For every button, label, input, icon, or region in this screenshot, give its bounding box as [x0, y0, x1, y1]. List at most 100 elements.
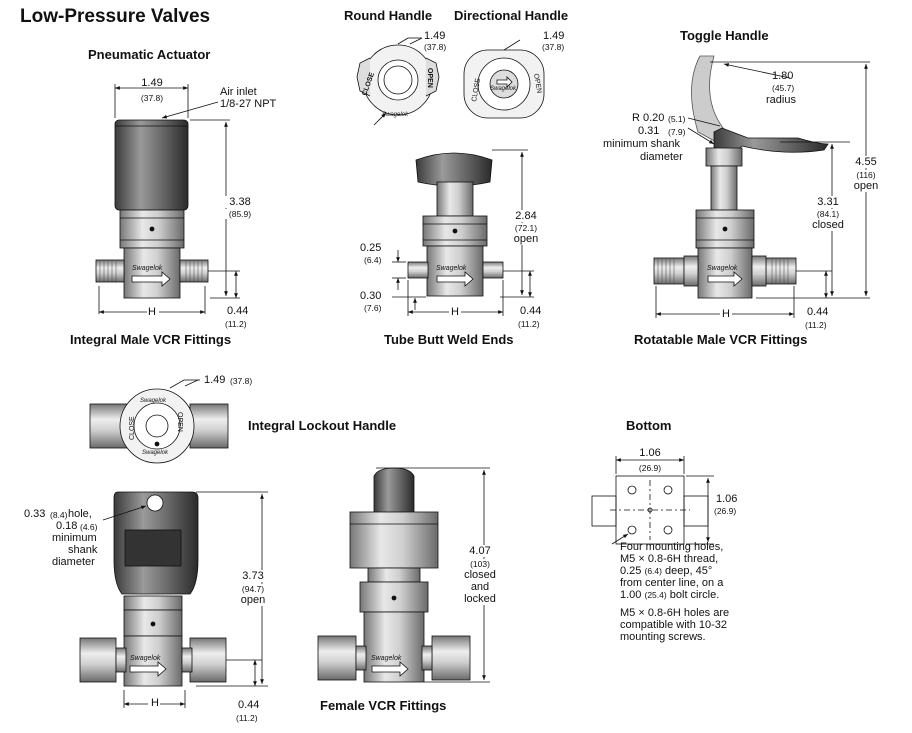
dim-lo-018: 0.18: [56, 520, 78, 532]
heading-lockout: Integral Lockout Handle: [248, 418, 397, 433]
dim-tb-025-mm: (6.4): [364, 255, 382, 265]
dim-lo-width: 1.49: [204, 374, 226, 386]
dim-tog-r020: R 0.20: [632, 112, 665, 124]
tube-butt-weld-drawing: [407, 152, 504, 297]
note-line-2: M5 × 0.8-6H thread,: [620, 553, 719, 565]
dim-pa-height: 3.38: [222, 196, 258, 208]
valve-text-brand-lo-bot: Swagelok: [142, 450, 169, 456]
note-line-7: compatible with 10-32: [620, 619, 728, 631]
dim-fv-locked: locked: [458, 593, 502, 605]
dim-tog-h: H: [722, 308, 730, 320]
dim-fv-height-mm: (103): [458, 559, 502, 569]
dim-tog-shank1: minimum shank: [603, 138, 681, 150]
directional-handle-drawing: [463, 49, 545, 119]
lockout-top-view-drawing: [89, 388, 229, 464]
dim-fv-and: and: [458, 581, 502, 593]
valve-text-brand-lo-top: Swagelok: [140, 398, 167, 404]
dim-tog-open-h-mm: (116): [846, 170, 886, 180]
dim-lo-open: open: [238, 594, 268, 606]
page-title: Low-Pressure Valves: [20, 6, 211, 27]
valve-text-open-dir: OPEN: [532, 73, 542, 94]
note-depth: 0.25: [620, 565, 642, 577]
dim-lo-width-mm: (37.8): [230, 376, 253, 386]
label-air-inlet-npt: 1/8-27 NPT: [220, 98, 277, 110]
valve-text-brand-tog: Swagelok: [707, 265, 738, 272]
dim-tog-radius-mm: (45.7): [772, 83, 795, 93]
heading-toggle-handle: Toggle Handle: [680, 28, 769, 43]
dim-lo-height: 3.73: [238, 570, 268, 582]
valve-text-open: OPEN: [426, 68, 433, 88]
dim-tog-031: 0.31: [638, 125, 660, 137]
dim-tog-bottom: 0.44: [807, 306, 829, 318]
dim-tog-r020-mm: (5.1): [668, 114, 686, 124]
valve-text-brand-fv: Swagelok: [371, 655, 402, 662]
note-bolt-mm: (25.4): [644, 590, 667, 600]
dim-lo-018-mm: (4.6): [80, 522, 98, 532]
valve-text-brand-dir: Swagelok: [490, 86, 517, 92]
dim-pa-h: H: [148, 306, 156, 318]
heading-integral-male: Integral Male VCR Fittings: [70, 332, 232, 347]
dim-tb-025: 0.25: [360, 242, 382, 254]
dim-tog-open: open: [846, 180, 886, 192]
note-line-3: 0.25 (6.4) deep, 45°: [620, 565, 712, 577]
dim-tog-031-mm: (7.9): [668, 127, 686, 137]
round-handle-drawing: [356, 44, 440, 126]
dim-lo-h: H: [151, 697, 159, 709]
dim-tb-bottom: 0.44: [520, 305, 542, 317]
dim-lo-hole-mm: (8.4): [50, 510, 68, 520]
dim-tog-closed: closed: [808, 219, 848, 231]
dim-tog-open-h: 4.55: [846, 156, 886, 168]
valve-text-brand-pa: Swagelok: [132, 265, 163, 272]
valve-text-close-lo: CLOSE: [129, 416, 136, 440]
dim-lo-minimum: minimum: [52, 532, 97, 544]
dim-tb-height-mm: (72.1): [510, 223, 542, 233]
dim-lo-hole: 0.33: [24, 508, 46, 520]
note-bolt-circle: bolt circle.: [669, 589, 720, 601]
heading-rotatable: Rotatable Male VCR Fittings: [634, 332, 808, 347]
dim-pa-bottom: 0.44: [227, 305, 249, 317]
dim-pa-height-mm: (85.9): [222, 209, 258, 219]
dim-tog-closed-h-mm: (84.1): [808, 209, 848, 219]
dim-tog-radius: 1.80: [772, 70, 794, 82]
dim-bt-width: 1.06: [639, 447, 661, 459]
dim-pa-width: 1.49: [141, 77, 163, 89]
heading-bottom: Bottom: [626, 418, 672, 433]
note-deep: deep, 45°: [665, 565, 713, 577]
female-vcr-drawing: [317, 467, 471, 683]
note-line-1: Four mounting holes,: [620, 541, 724, 553]
dim-tb-bottom-mm: (11.2): [518, 319, 540, 329]
dim-dir-width: 1.49: [543, 30, 565, 42]
note-bolt: 1.00: [620, 589, 642, 601]
toggle-handle-drawing: [653, 55, 829, 299]
heading-female-vcr: Female VCR Fittings: [320, 698, 447, 713]
valve-text-brand: Swagelok: [382, 112, 409, 118]
dim-tog-closed-h: 3.31: [808, 196, 848, 208]
dim-fv-height: 4.07: [458, 545, 502, 557]
label-air-inlet: Air inlet: [220, 86, 257, 98]
dim-bt-height-mm: (26.9): [714, 506, 737, 516]
dim-dir-width-mm: (37.8): [542, 42, 565, 52]
heading-directional-handle: Directional Handle: [454, 8, 569, 23]
dim-lo-bottom-mm: (11.2): [236, 713, 258, 723]
dim-fv-closed: closed: [458, 569, 502, 581]
dim-pa-width-mm: (37.8): [140, 93, 164, 103]
note-line-6: M5 × 0.8-6H holes are: [620, 607, 730, 619]
note-depth-mm: (6.4): [644, 566, 662, 576]
heading-pneumatic: Pneumatic Actuator: [88, 47, 211, 62]
valve-text-close-dir: CLOSE: [471, 77, 482, 102]
dim-tb-open: open: [510, 233, 542, 245]
dim-tb-030-mm: (7.6): [364, 303, 382, 313]
heading-tube-butt: Tube Butt Weld Ends: [384, 332, 514, 347]
valve-text-open-lo: OPEN: [176, 412, 183, 432]
dim-tog-shank2: diameter: [640, 151, 683, 163]
heading-round-handle: Round Handle: [344, 8, 433, 23]
dim-lo-height-mm: (94.7): [238, 584, 268, 594]
dim-tog-radius-label: radius: [766, 94, 796, 106]
note-line-4: from center line, on a: [620, 577, 724, 589]
dim-bt-width-mm: (26.9): [638, 463, 662, 473]
valve-text-brand-tb: Swagelok: [436, 265, 467, 272]
bottom-view-drawing: [591, 475, 709, 545]
dim-round-width-mm: (37.8): [424, 42, 447, 52]
dim-tb-h: H: [451, 306, 459, 318]
